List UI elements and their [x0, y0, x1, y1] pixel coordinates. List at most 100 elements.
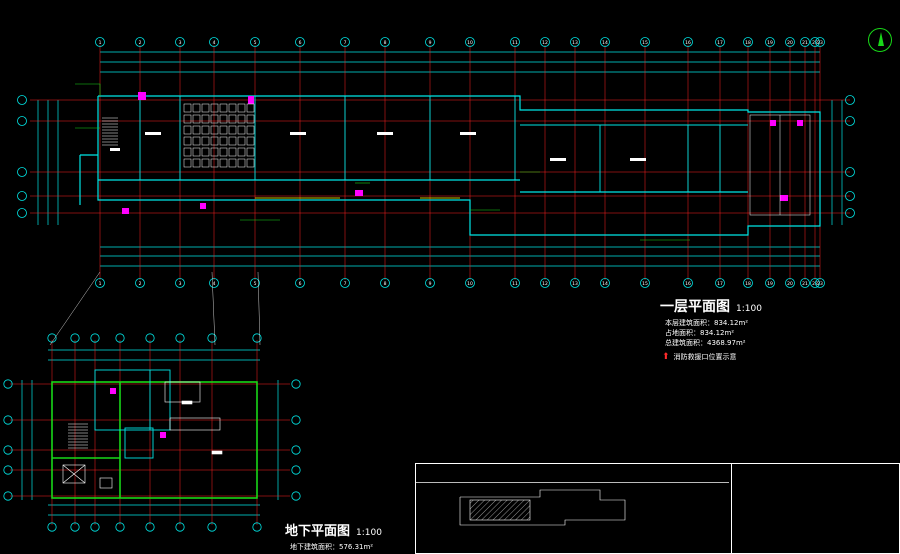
axis-bubble [640, 37, 650, 47]
axis-bubble [115, 333, 125, 343]
axis-bubble [380, 37, 390, 47]
axis-bubble [600, 37, 610, 47]
axis-bubble [845, 167, 855, 177]
axis-bubble [70, 522, 80, 532]
axis-bubble [765, 278, 775, 288]
axis-bubble [785, 37, 795, 47]
axis-bubble-label: 13 [572, 281, 578, 287]
axis-bubble [295, 278, 305, 288]
axis-bubble-label: 14 [602, 40, 608, 46]
axis-bubble-label: 17 [717, 40, 723, 46]
axis-bubble [95, 37, 105, 47]
axis-bubble [845, 191, 855, 201]
axis-bubble [295, 37, 305, 47]
axis-bubble [510, 278, 520, 288]
axis-bubble [175, 333, 185, 343]
axis-bubble [291, 445, 301, 455]
axis-bubble [3, 465, 13, 475]
axis-bubble [252, 522, 262, 532]
axis-bubble-label: 14 [602, 281, 608, 287]
axis-bubble [570, 278, 580, 288]
axis-bubble-label: 5 [254, 281, 257, 287]
axis-bubble-label: 6 [299, 40, 302, 46]
axis-bubble [845, 208, 855, 218]
axis-bubble [207, 333, 217, 343]
axis-bubble [683, 37, 693, 47]
axis-bubble [175, 37, 185, 47]
axis-bubble [743, 37, 753, 47]
axis-bubble-label: 16 [685, 281, 691, 287]
axis-bubble [810, 37, 820, 47]
axis-bubble-label: 11 [512, 40, 518, 46]
axis-bubble [815, 278, 825, 288]
axis-bubble [380, 278, 390, 288]
axis-bubble-label: 11 [512, 281, 518, 287]
axis-bubble-label: 22 [812, 40, 818, 46]
axis-bubble-label: 21 [802, 40, 808, 46]
axis-bubble-label: 19 [767, 281, 773, 287]
axis-bubble-label: 6 [299, 281, 302, 287]
axis-bubble [340, 278, 350, 288]
stat-footprint: 占地面积：834.12m² [665, 329, 735, 337]
axis-bubble [175, 278, 185, 288]
axis-bubble [570, 37, 580, 47]
axis-bubble [291, 415, 301, 425]
axis-bubble-label: 20 [787, 281, 793, 287]
axis-bubble [425, 37, 435, 47]
axis-bubble-label: 1 [99, 281, 102, 287]
axis-bubble-label: 8 [384, 40, 387, 46]
axis-bubble-label: 12 [542, 281, 548, 287]
axis-bubble-label: 4 [213, 281, 216, 287]
axis-bubble-label: 3 [179, 40, 182, 46]
axis-bubble-label: 7 [344, 281, 347, 287]
axis-bubble [3, 379, 13, 389]
axis-bubble [135, 278, 145, 288]
axis-bubble [465, 278, 475, 288]
axis-bubble-label: 22 [812, 281, 818, 287]
axis-bubble [291, 465, 301, 475]
axis-bubble [683, 278, 693, 288]
axis-bubble [95, 278, 105, 288]
axis-bubble-label: 18 [745, 281, 751, 287]
axis-bubble-label: 3 [179, 281, 182, 287]
fire-rescue-legend: ⬆消防救援口位置示意 [662, 352, 737, 362]
axis-bubble-label: 19 [767, 40, 773, 46]
axis-bubble-label: 15 [642, 281, 648, 287]
axis-bubble [17, 167, 27, 177]
axis-bubble [600, 278, 610, 288]
axis-bubble [90, 333, 100, 343]
axis-bubble [145, 333, 155, 343]
axis-bubble [765, 37, 775, 47]
axis-bubble [540, 278, 550, 288]
axis-bubble [3, 415, 13, 425]
axis-bubble-label: 17 [717, 281, 723, 287]
axis-bubble [70, 333, 80, 343]
axis-bubble [291, 491, 301, 501]
axis-bubble [815, 37, 825, 47]
axis-bubble [250, 37, 260, 47]
axis-bubble-label: 20 [787, 40, 793, 46]
axis-bubble [135, 37, 145, 47]
axis-bubble [465, 37, 475, 47]
axis-bubble [145, 522, 155, 532]
axis-bubble-label: 5 [254, 40, 257, 46]
axis-bubble-label: 10 [467, 281, 473, 287]
axis-bubble [90, 522, 100, 532]
basement-area: 地下建筑面积：576.31m² [290, 543, 374, 551]
axis-bubble-label: 23 [817, 281, 823, 287]
axis-bubble [252, 333, 262, 343]
axis-bubble [845, 116, 855, 126]
axis-bubble [510, 37, 520, 47]
north-arrow-icon [868, 28, 892, 52]
axis-bubble [340, 37, 350, 47]
axis-bubble [17, 208, 27, 218]
axis-bubble-label: 12 [542, 40, 548, 46]
axis-bubble [715, 278, 725, 288]
axis-bubble [785, 278, 795, 288]
axis-bubble [115, 522, 125, 532]
axis-bubble-label: 18 [745, 40, 751, 46]
axis-bubble [800, 278, 810, 288]
